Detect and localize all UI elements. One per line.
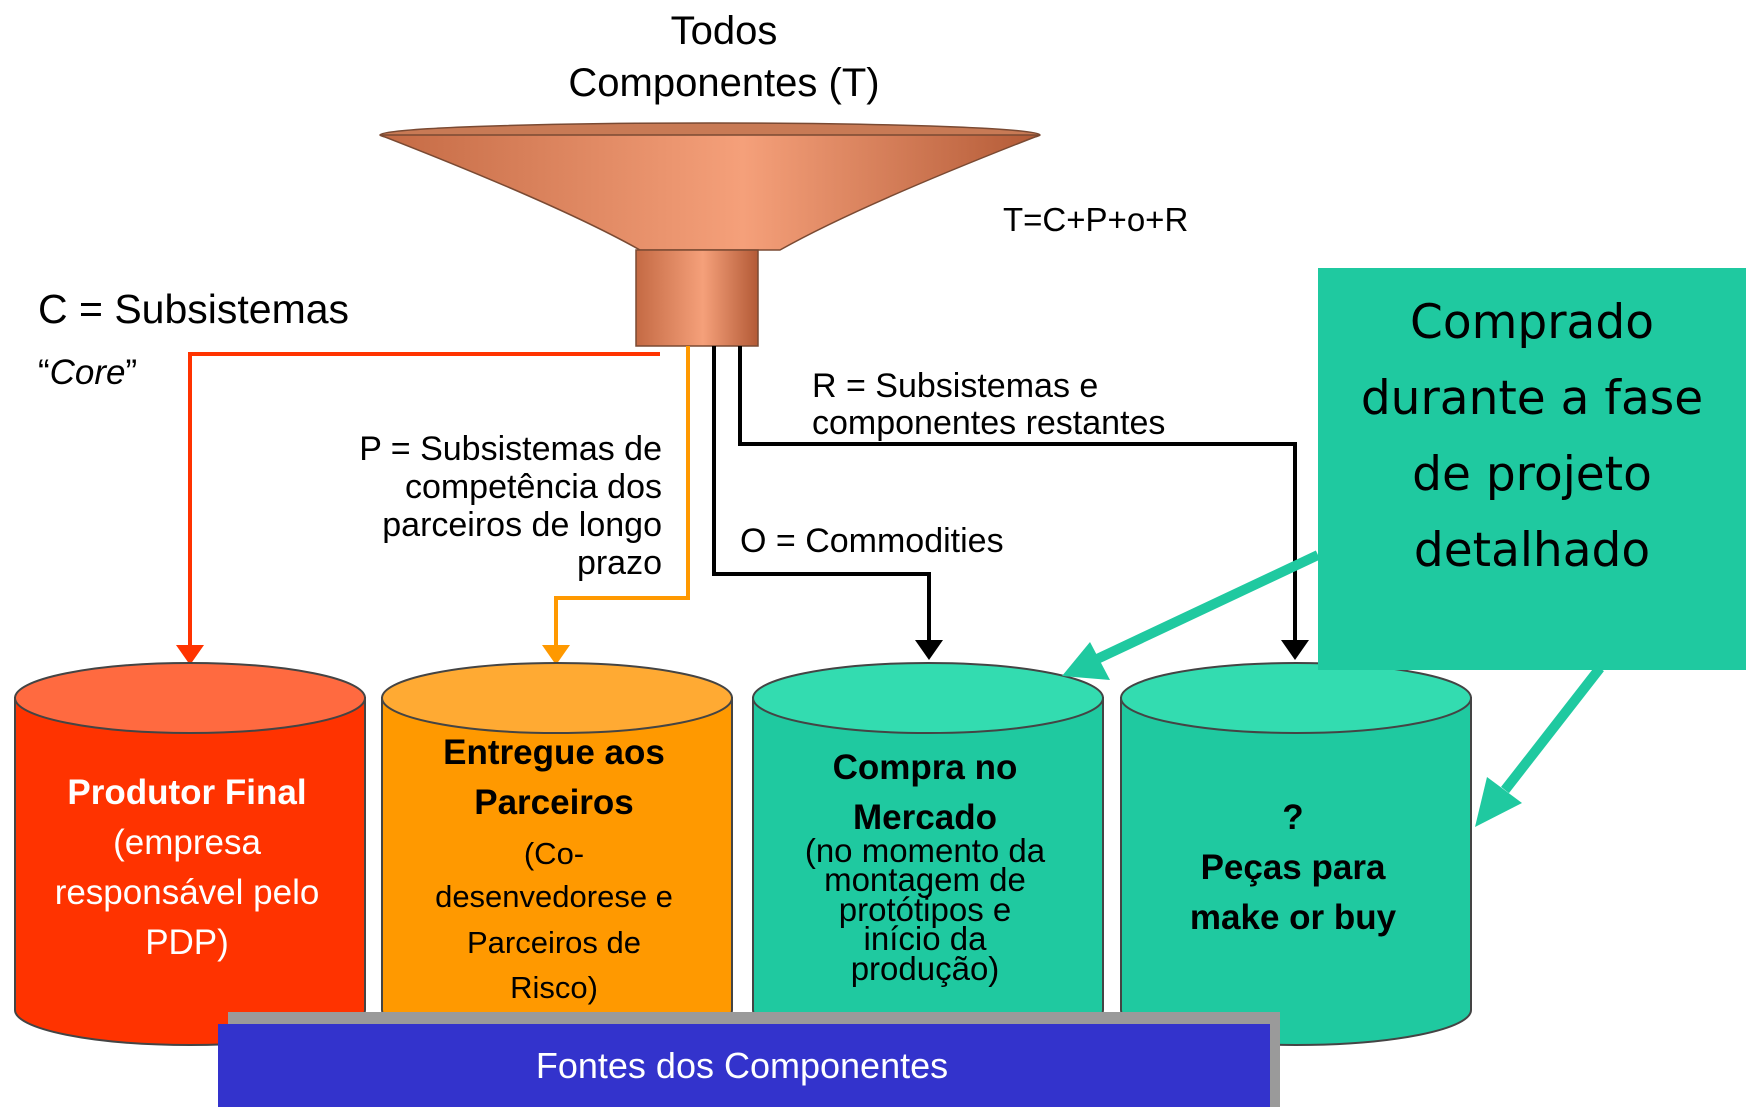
- title-line-2: Componentes (T): [568, 61, 879, 105]
- connector-commodities: [712, 346, 943, 660]
- label-p: P = Subsistemas de competência dos parce…: [359, 430, 662, 582]
- callout-arrow-make-or-buy: [1475, 664, 1604, 827]
- cylinder-text: (empresa: [113, 823, 261, 862]
- label-o: O = Commodities: [740, 522, 1004, 560]
- label-c: C = Subsistemas: [38, 286, 349, 332]
- callout-text: durante a fase: [1361, 371, 1703, 426]
- label-p-line: prazo: [577, 544, 662, 582]
- cylinder-text: início da: [864, 920, 988, 957]
- cylinder-text: Peças para: [1201, 848, 1386, 887]
- formula-label: T=C+P+o+R: [1003, 201, 1188, 238]
- cylinder-text: Mercado: [853, 798, 997, 837]
- connector-partners: [542, 346, 690, 665]
- cylinder-text: Parceiros de: [467, 925, 641, 960]
- footer-label: Fontes dos Componentes: [536, 1045, 948, 1086]
- label-p-line: parceiros de longo: [382, 506, 662, 544]
- cylinder-text: Entregue aos: [443, 733, 665, 772]
- connector-core: [176, 352, 660, 665]
- cylinder-text: PDP): [145, 923, 229, 962]
- label-r: R = Subsistemas e componentes restantes: [812, 367, 1165, 442]
- cylinder-text: protótipos e: [839, 891, 1011, 928]
- cylinder-text: ?: [1282, 798, 1303, 837]
- cylinder-text: produção): [851, 950, 1000, 987]
- callout-text: de projeto: [1412, 447, 1652, 502]
- cylinder-text: Produtor Final: [67, 773, 306, 812]
- callout-text: Comprado: [1410, 295, 1654, 350]
- funnel-icon: [379, 122, 1041, 347]
- cylinder-text: desenvedorese e: [435, 879, 673, 914]
- cylinder-text: Parceiros: [474, 783, 634, 822]
- cylinder-partners: Entregue aos Parceiros (Co- desenvedores…: [381, 662, 733, 1046]
- cylinder-text: make or buy: [1190, 898, 1397, 937]
- label-p-line: competência dos: [405, 468, 662, 506]
- cylinder-text: Compra no: [833, 748, 1018, 787]
- connector-remaining: [738, 346, 1309, 660]
- label-r-line: R = Subsistemas e: [812, 367, 1098, 405]
- cylinder-final-producer: Produtor Final (empresa responsável pelo…: [14, 662, 366, 1046]
- cylinder-text: Risco): [510, 970, 598, 1005]
- label-p-line: P = Subsistemas de: [359, 430, 662, 468]
- cylinder-text: montagem de: [824, 861, 1026, 898]
- footer-banner: Fontes dos Componentes: [218, 1012, 1280, 1107]
- callout-detailed-design: Comprado durante a fase de projeto detal…: [1318, 268, 1746, 670]
- cylinder-make-or-buy: ? Peças para make or buy: [1120, 662, 1472, 1046]
- cylinder-text: responsável pelo: [55, 873, 320, 912]
- label-r-line: componentes restantes: [812, 404, 1165, 442]
- cylinder-text: (no momento da: [805, 832, 1046, 869]
- callout-text: detalhado: [1414, 523, 1650, 578]
- cylinder-text: (Co-: [524, 836, 584, 871]
- title-line-1: Todos: [671, 9, 778, 53]
- label-core: “Core”: [38, 353, 137, 392]
- cylinder-market: Compra no Mercado (no momento da montage…: [752, 662, 1104, 1046]
- callout-arrow-market: [1062, 550, 1321, 680]
